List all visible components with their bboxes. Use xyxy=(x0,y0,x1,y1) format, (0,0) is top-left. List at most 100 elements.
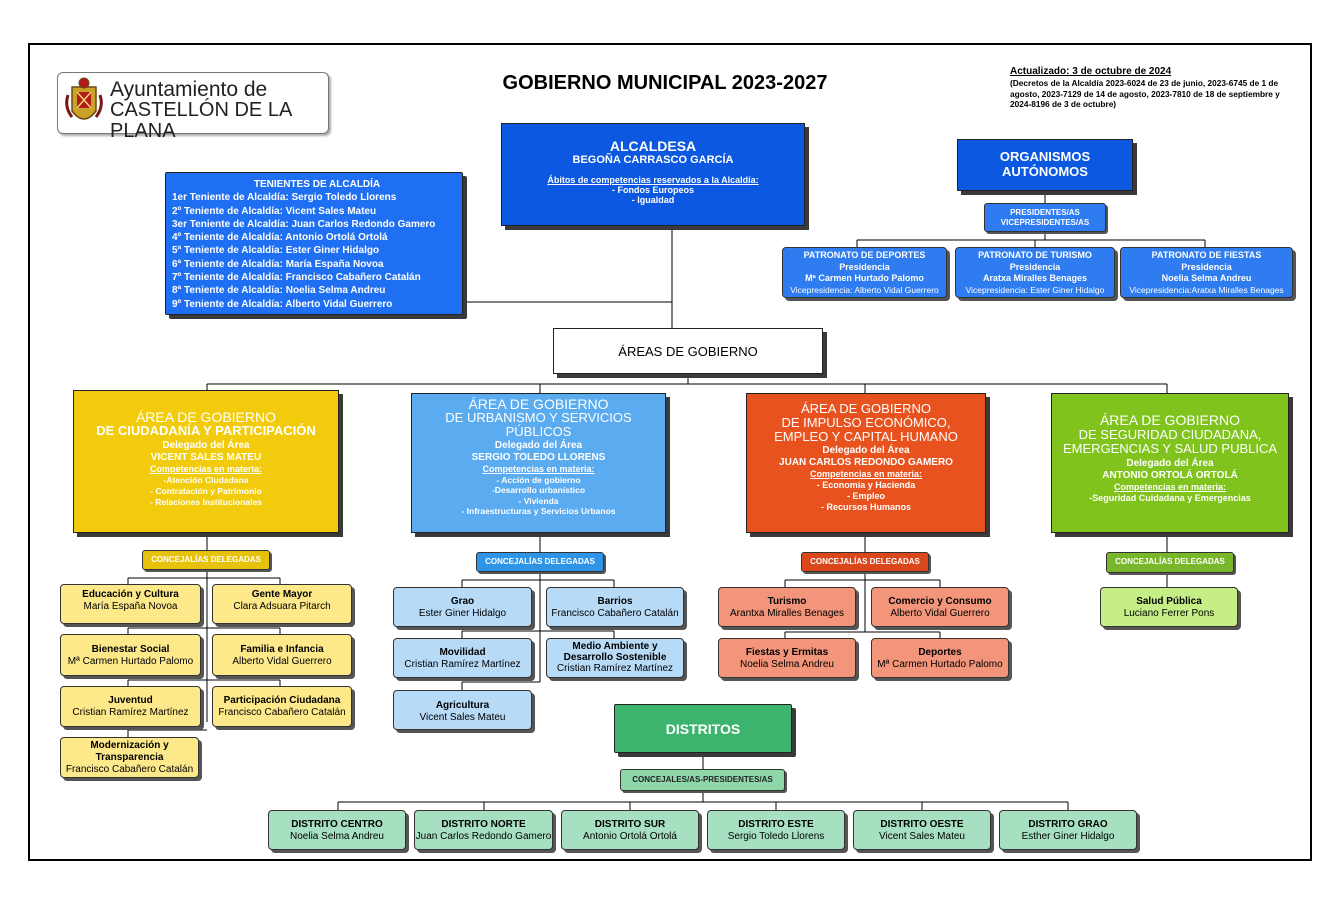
area-competencia: - Acción de gobierno xyxy=(496,474,581,485)
area-title: EMPLEO Y CAPITAL HUMANO xyxy=(774,429,958,444)
concejalia-box: Bienestar Social Mª Carmen Hurtado Palom… xyxy=(60,634,201,676)
area-title: PÚBLICOS xyxy=(505,424,572,439)
concejalia-box: Salud Pública Luciano Ferrer Pons xyxy=(1100,587,1238,627)
organismos-title: AUTÓNOMOS xyxy=(1002,164,1088,179)
area-competencia: - Empleo xyxy=(846,491,885,501)
area-competencia: - Economía y Hacienda xyxy=(816,480,916,490)
logo: Ayuntamiento de CASTELLÓN DE LA PLANA xyxy=(57,72,329,142)
logo-line2: CASTELLÓN DE LA PLANA xyxy=(110,99,292,142)
area-competencias-label: Competencias en materia: xyxy=(149,464,263,474)
area-competencias-label: Competencias en materia: xyxy=(1113,481,1227,492)
concejalia-box: Grao Ester Giner Hidalgo xyxy=(393,587,532,627)
area-seguridad: ÁREA DE GOBIERNO DE SEGURIDAD CIUDADANA,… xyxy=(1051,393,1289,533)
concejalia-person: Alberto Vidal Guerrero xyxy=(232,656,332,667)
areas-gobierno-box: ÁREAS DE GOBIERNO xyxy=(553,328,823,374)
concejalia-name: Agricultura xyxy=(435,700,490,711)
area-competencia: -Atención Ciudadana xyxy=(163,475,249,485)
area-title: ÁREA DE GOBIERNO xyxy=(468,396,609,412)
patronato-role: Presidencia xyxy=(839,261,890,272)
area-delegado-label: Delegado del Área xyxy=(162,440,250,451)
patronato-name: PATRONATO DE TURISMO xyxy=(978,250,1092,260)
concejalia-name: Movilidad xyxy=(439,647,486,658)
concejalia-person: Clara Adsuara Pitarch xyxy=(233,601,331,612)
area-title: DE URBANISMO Y SERVICIOS xyxy=(445,410,632,425)
area-competencia: - Relaciones Institucionales xyxy=(150,497,262,507)
distrito-box: DISTRITO NORTE Juan Carlos Redondo Gamer… xyxy=(414,810,553,850)
concejalia-box: Agricultura Vicent Sales Mateu xyxy=(393,690,532,730)
area-competencia: -Desarrollo urbanístico xyxy=(491,485,586,495)
area-impulso-economico: ÁREA DE GOBIERNO DE IMPULSO ECONÓMICO, E… xyxy=(746,393,986,533)
concejalia-person: Francisco Cabañero Catalán xyxy=(218,707,346,718)
organismos-presidentes-tag: PRESIDENTES/AS VICEPRESIDENTES/AS xyxy=(984,203,1106,232)
area-competencia: -Seguridad Cuidadana y Emergencias xyxy=(1089,492,1251,503)
distritos-tag: CONCEJALES/AS-PRESIDENTES/AS xyxy=(620,769,785,791)
concejalia-box: Juventud Cristian Ramírez Martínez xyxy=(60,686,201,727)
area-competencia: - Infraestructuras y Servicios Urbanos xyxy=(461,506,616,516)
concejalia-name: Barrios xyxy=(597,596,633,607)
areas-gobierno-label: ÁREAS DE GOBIERNO xyxy=(618,344,758,359)
alcaldesa-title: ALCALDESA xyxy=(609,138,697,154)
distrito-name: DISTRITO CENTRO xyxy=(291,819,383,830)
organismos-title: ORGANISMOS xyxy=(999,149,1091,164)
teniente-item: 6ª Teniente de Alcaldía: María España No… xyxy=(172,258,384,270)
patronato-name: PATRONATO DE FIESTAS xyxy=(1151,250,1262,260)
concejalia-person: Luciano Ferrer Pons xyxy=(1123,608,1215,619)
concejalia-name: Familia e Infancia xyxy=(240,644,324,655)
area-delegado: SERGIO TOLEDO LLORENS xyxy=(471,452,606,463)
concejalia-name: Medio Ambiente y Desarrollo Sostenible xyxy=(563,641,667,663)
area-delegado-label: Delegado del Área xyxy=(1126,457,1214,469)
concejalias-tag: CONCEJALÍAS DELEGADAS xyxy=(801,552,929,572)
distrito-person: Antonio Ortolá Ortolá xyxy=(583,831,677,842)
concejalia-person: Ester Giner Hidalgo xyxy=(418,608,507,619)
distrito-person: Esther Giner Hidalgo xyxy=(1021,831,1115,842)
concejalia-box: Familia e Infancia Alberto Vidal Guerrer… xyxy=(212,634,352,676)
distrito-name: DISTRITO GRAO xyxy=(1028,819,1108,830)
concejalia-person: Alberto Vidal Guerrero xyxy=(890,608,990,619)
teniente-item: 8ª Teniente de Alcaldía: Noelia Selma An… xyxy=(172,285,386,297)
concejalia-box: Medio Ambiente y Desarrollo Sostenible C… xyxy=(546,638,684,678)
distrito-box: DISTRITO CENTRO Noelia Selma Andreu xyxy=(268,810,406,850)
concejalia-box: Movilidad Cristian Ramírez Martínez xyxy=(393,638,532,678)
distrito-box: DISTRITO OESTE Vicent Sales Mateu xyxy=(853,810,991,850)
area-delegado-label: Delegado del Área xyxy=(494,440,583,451)
area-title: DE CIUDADANÍA Y PARTICIPACIÓN xyxy=(96,423,316,438)
alcaldesa-box: ALCALDESA BEGOÑA CARRASCO GARCÍA Ábitos … xyxy=(501,123,805,226)
pres-tag-line: VICEPRESIDENTES/AS xyxy=(1000,218,1090,227)
teniente-item: 1er Teniente de Alcaldía: Sergio Toledo … xyxy=(172,192,397,204)
page-frame xyxy=(28,43,1312,861)
area-title: ÁREA DE GOBIERNO xyxy=(1099,412,1241,428)
area-title: DE SEGURIDAD CIUDADANA, xyxy=(1078,426,1262,442)
page-title: GOBIERNO MUNICIPAL 2023-2027 xyxy=(502,72,828,94)
teniente-item: 4º Teniente de Alcaldía: Antonio Ortolá … xyxy=(172,232,388,244)
concejalia-name: Comercio y Consumo xyxy=(888,596,992,607)
distrito-person: Juan Carlos Redondo Gamero xyxy=(415,831,552,842)
patronato-person: Noelia Selma Andreu xyxy=(1161,273,1252,283)
area-competencia: - Vivienda xyxy=(518,495,559,506)
update-info: Actualizado: 3 de octubre de 2024 (Decre… xyxy=(1010,66,1295,110)
update-date: Actualizado: 3 de octubre de 2024 xyxy=(1010,66,1172,77)
patronato-deportes: PATRONATO DE DEPORTES Presidencia Mª Car… xyxy=(782,247,947,298)
organismos-box: ORGANISMOS AUTÓNOMOS xyxy=(957,139,1133,191)
area-delegado-label: Delegado del Área xyxy=(822,445,910,456)
concejalia-person: Mª Carmen Hurtado Palomo xyxy=(877,659,1003,670)
concejalia-name: Participación Ciudadana xyxy=(223,695,341,706)
area-delegado: JUAN CARLOS REDONDO GAMERO xyxy=(779,457,953,468)
teniente-item: 3er Teniente de Alcaldía: Juan Carlos Re… xyxy=(172,218,436,230)
alcaldesa-competencias-label: Ábitos de competencias reservados a la A… xyxy=(547,175,759,185)
concejalia-person: Cristian Ramírez Martínez xyxy=(72,707,189,718)
concejalia-box: Comercio y Consumo Alberto Vidal Guerrer… xyxy=(871,587,1009,627)
concejalia-box: Turismo Arantxa Miralles Benages xyxy=(718,587,856,627)
concejalia-person: Noelia Selma Andreu xyxy=(740,659,834,670)
concejalia-name: Bienestar Social xyxy=(91,644,170,655)
distrito-box: DISTRITO SUR Antonio Ortolá Ortolá xyxy=(561,810,699,850)
distrito-name: DISTRITO OESTE xyxy=(880,819,964,830)
area-competencia: - Recursos Humanos xyxy=(820,502,912,512)
teniente-item: 2º Teniente de Alcaldía: Vicent Sales Ma… xyxy=(172,205,377,217)
alcaldesa-name: BEGOÑA CARRASCO GARCÍA xyxy=(572,154,734,166)
concejalia-person: Cristian Ramírez Martínez xyxy=(404,659,521,670)
patronato-vice: Vicepresidencia: Alberto Vidal Guerrero xyxy=(790,284,939,295)
area-title: ÁREA DE GOBIERNO xyxy=(135,409,277,425)
concejalia-box: Modernización y Transparencia Francisco … xyxy=(60,737,199,778)
area-title: ÁREA DE GOBIERNO xyxy=(800,401,932,416)
